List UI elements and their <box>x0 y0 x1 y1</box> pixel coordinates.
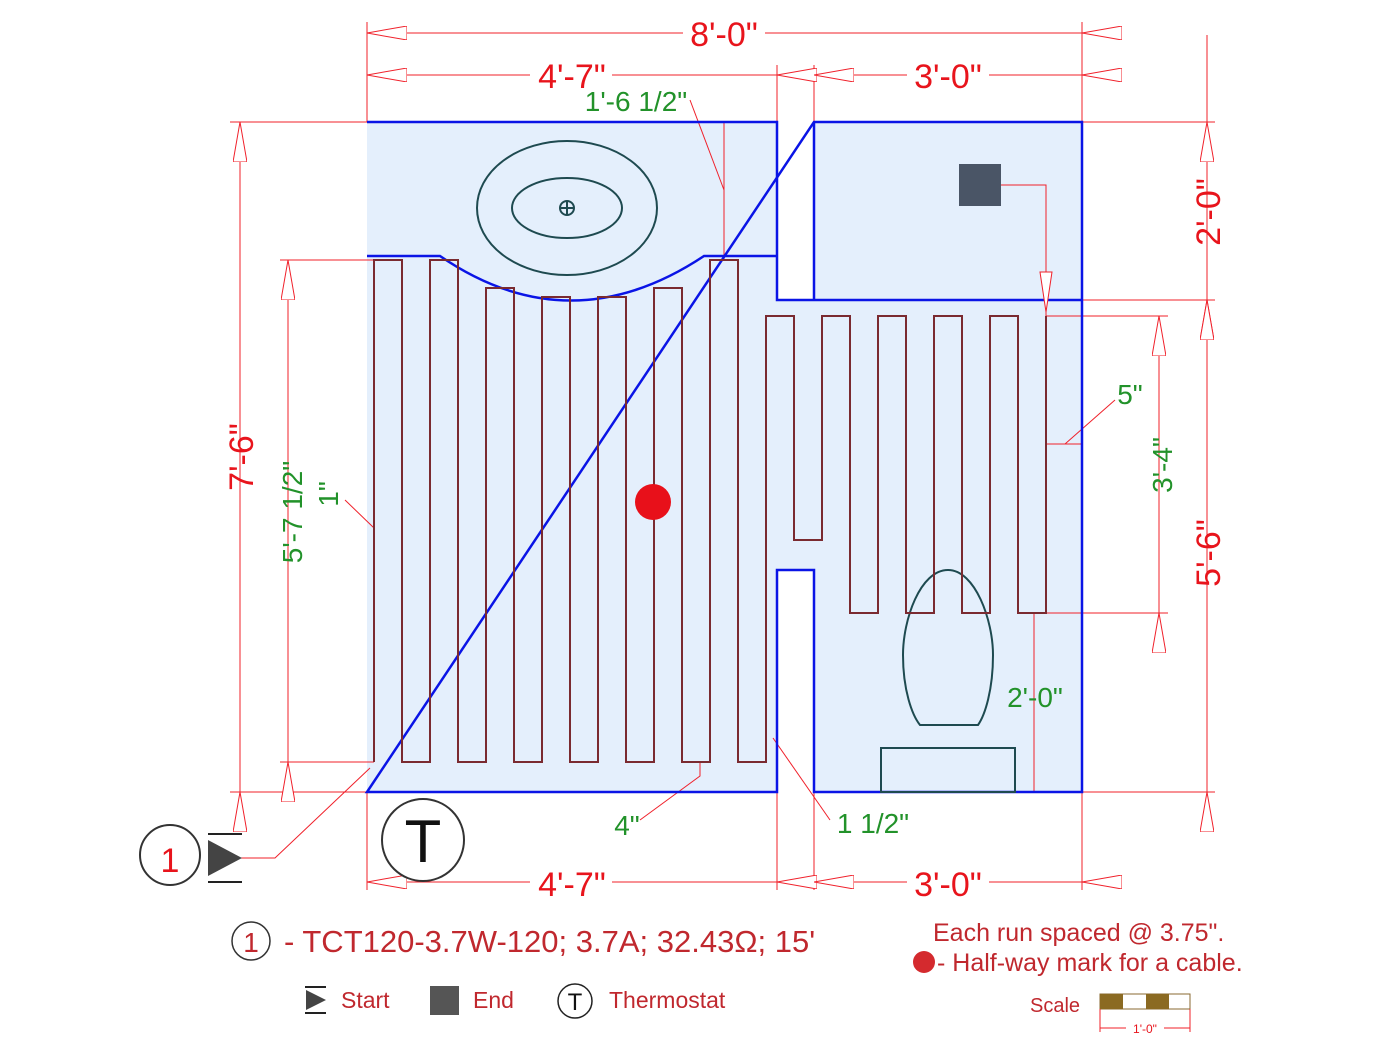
legend-thermostat-label: Thermostat <box>609 987 726 1013</box>
scale-bar: 1'-0" <box>1099 993 1191 1036</box>
cable-start-symbol: 1 <box>139 824 242 886</box>
dim-overall-width: 8'-0" <box>690 16 758 54</box>
halfway-mark-icon <box>913 951 935 973</box>
heating-cable <box>373 259 1047 763</box>
legend-start-label: Start <box>341 987 390 1013</box>
floor-area <box>367 122 1082 792</box>
dim-upper-right-height: 2'-0" <box>1190 178 1228 246</box>
vanity-sink <box>476 140 658 276</box>
scale-value: 1'-0" <box>1133 1022 1157 1036</box>
cable-number: 1 <box>161 842 180 880</box>
dimension-lines <box>240 33 1207 882</box>
start-icon <box>208 840 242 876</box>
legend-scale-label: Scale <box>1030 995 1080 1017</box>
symbols-thermostat: T <box>405 808 442 875</box>
dim-bottom-offset: 4" <box>614 810 640 841</box>
extension-lines <box>230 22 1215 890</box>
dim-toilet-clearance: 2'-0" <box>1007 682 1063 713</box>
dim-wall-offset-left: 1" <box>313 481 344 507</box>
dim-wall-offset-right: 5" <box>1117 379 1143 410</box>
dim-right-top-width: 3'-0" <box>914 58 982 96</box>
toilet <box>880 568 1016 793</box>
legend-thermostat-symbol: T <box>568 989 583 1016</box>
legend-end-label: End <box>473 987 514 1013</box>
dim-corridor-offset: 1 1/2" <box>837 808 909 839</box>
legend-cable-spec: - TCT120-3.7W-120; 3.7A; 32.43Ω; 15' <box>284 924 815 959</box>
dim-right-run-height: 3'-4" <box>1147 437 1178 493</box>
cable-end-marker <box>959 164 1001 206</box>
halfway-mark <box>635 484 671 520</box>
dimension-labels: 8'-0" 4'-7" 3'-0" 4'-7" 3'-0" 7'-6" 2'-0… <box>223 14 1228 904</box>
dim-overall-height: 7'-6" <box>223 423 261 491</box>
end-icon <box>430 986 459 1015</box>
dim-vanity-offset: 1'-6 1/2" <box>585 86 687 117</box>
dim-left-bottom-width: 4'-7" <box>538 866 606 904</box>
legend-cable-number: 1 <box>243 927 259 958</box>
thermostat-symbol: T <box>381 798 465 882</box>
dim-left-run-height: 5'-7 1/2" <box>277 461 308 563</box>
dim-left-top-width: 4'-7" <box>538 58 606 96</box>
legend: 1 - TCT120-3.7W-120; 3.7A; 32.43Ω; 15' S… <box>231 919 1243 1036</box>
legend-halfway-note: - Half-way mark for a cable. <box>937 949 1243 977</box>
dim-lower-right-height: 5'-6" <box>1190 519 1228 587</box>
thermostat-icon <box>557 983 593 1019</box>
start-icon <box>305 986 326 1014</box>
legend-spacing-note: Each run spaced @ 3.75". <box>933 919 1224 947</box>
dim-right-bottom-width: 3'-0" <box>914 866 982 904</box>
